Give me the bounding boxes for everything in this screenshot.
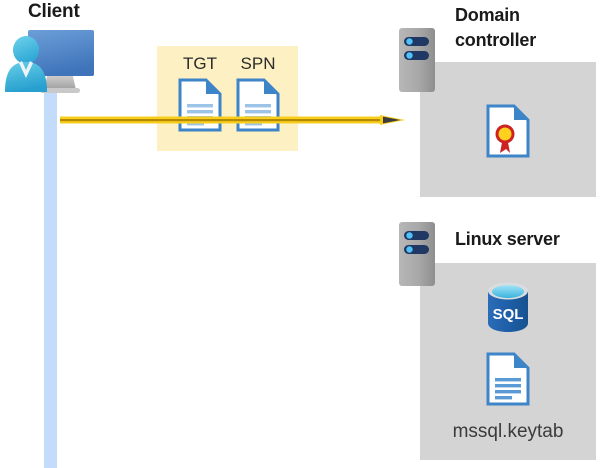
client-lifeline — [44, 84, 57, 468]
sql-database-icon: SQL — [484, 281, 532, 333]
domain-controller-title-line1: Domain — [455, 5, 520, 25]
linux-server-icon — [399, 222, 435, 286]
svg-text:SQL: SQL — [493, 306, 524, 323]
domain-controller-title-line2: controller — [455, 30, 537, 50]
flow-arrow — [60, 112, 405, 125]
keytab-file-label: mssql.keytab — [452, 421, 564, 442]
certificate-icon — [486, 104, 530, 158]
keytab-document-icon — [486, 352, 530, 406]
token-highlight-box: TGT SPN — [157, 46, 298, 151]
linux-server-title: Linux server — [455, 229, 560, 249]
spn-label: SPN — [240, 54, 276, 73]
domain-controller-server-icon — [399, 28, 435, 92]
domain-controller-title: Domain controller — [430, 3, 600, 53]
tgt-label: TGT — [183, 54, 217, 73]
user-monitor-icon — [4, 28, 108, 102]
client-title: Client — [28, 1, 80, 22]
